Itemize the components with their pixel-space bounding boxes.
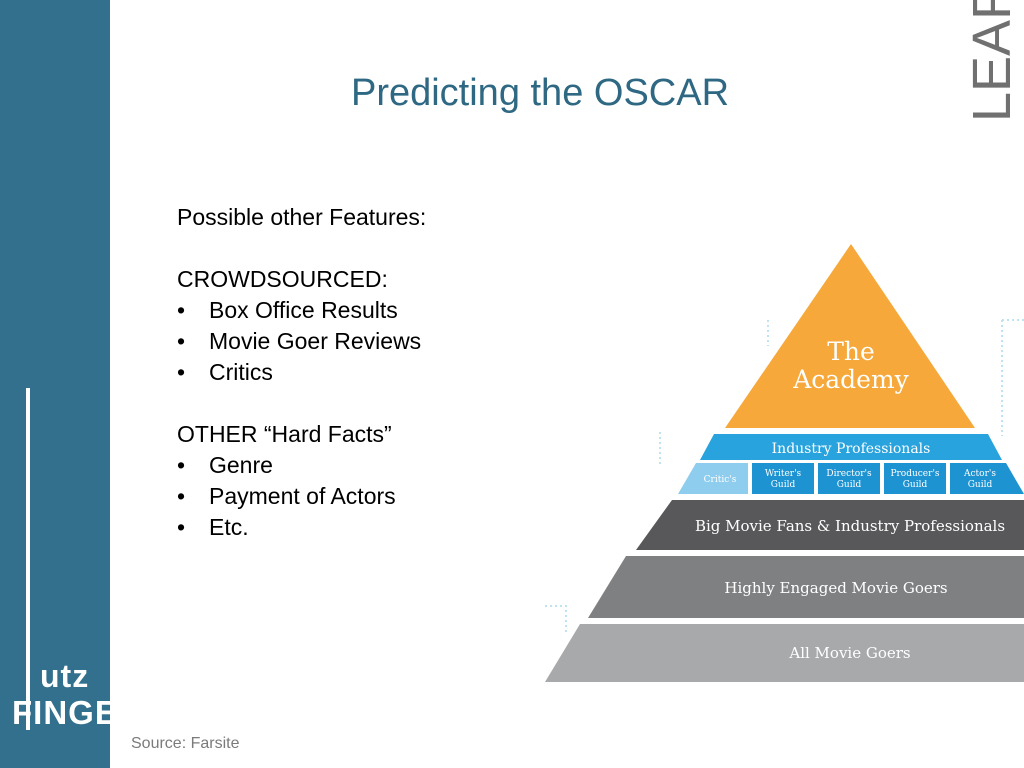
big-movie-fans-label: Big Movie Fans & Industry Professionals xyxy=(695,517,1005,535)
engaged-goers-tier xyxy=(588,556,1024,618)
list-item: Etc. xyxy=(177,512,597,543)
corner-word-wrapper: LEAF xyxy=(952,0,1024,130)
academy-label-2: Academy xyxy=(792,365,909,394)
lutz-finger-logo: utz FINGER xyxy=(12,658,142,734)
sidebar-divider-line xyxy=(26,388,30,730)
list-item: Payment of Actors xyxy=(177,481,597,512)
list-item: Movie Goer Reviews xyxy=(177,326,597,357)
guild-actors xyxy=(950,463,1024,494)
academy-label-1: The xyxy=(827,337,875,366)
guild-producers xyxy=(884,463,946,494)
feature-heading: Possible other Features: xyxy=(177,204,427,230)
academy-tier xyxy=(725,244,975,428)
corner-word-svg: LEAF xyxy=(962,0,1022,122)
guild-label: Actor's xyxy=(963,469,996,479)
guild-label: Guild xyxy=(771,480,796,490)
list-item: Critics xyxy=(177,357,597,388)
guild-label: Director's xyxy=(826,469,872,479)
guild-label: Producer's xyxy=(890,469,939,479)
engaged-goers-label: Highly Engaged Movie Goers xyxy=(724,579,947,597)
dotted-guides xyxy=(545,319,1024,632)
big-movie-fans-tier xyxy=(636,500,1024,550)
sidebar: utz FINGER xyxy=(0,0,142,768)
guild-writers xyxy=(752,463,814,494)
crowdsourced-list: Box Office Results Movie Goer Reviews Cr… xyxy=(177,295,597,388)
all-goers-tier xyxy=(545,624,1024,682)
hard-facts-list: Genre Payment of Actors Etc. xyxy=(177,450,597,543)
guild-label: Guild xyxy=(903,480,928,490)
guild-label: Critic's xyxy=(704,475,737,485)
source-note: Source: Farsite xyxy=(131,735,240,752)
guild-label: Guild xyxy=(837,480,862,490)
guild-label: Writer's xyxy=(765,469,802,479)
feature-list: Possible other Features: CROWDSOURCED: B… xyxy=(177,202,597,543)
guild-label: Guild xyxy=(968,480,993,490)
list-item: Box Office Results xyxy=(177,295,597,326)
logo-line-2: FINGER xyxy=(12,694,143,731)
crowdsourced-title: CROWDSOURCED: xyxy=(177,266,388,292)
audience-pyramid: The Academy Industry Professionals Criti… xyxy=(545,244,1024,682)
guild-directors xyxy=(818,463,880,494)
guild-critics xyxy=(678,463,748,494)
hard-facts-title: OTHER “Hard Facts” xyxy=(177,421,392,447)
logo-line-1: utz xyxy=(40,658,90,694)
all-goers-label: All Movie Goers xyxy=(788,644,910,662)
industry-tier xyxy=(700,434,1002,460)
industry-label: Industry Professionals xyxy=(772,441,931,457)
list-item: Genre xyxy=(177,450,597,481)
slide-title: Predicting the OSCAR xyxy=(350,72,730,114)
corner-word: LEAF xyxy=(962,0,1022,122)
